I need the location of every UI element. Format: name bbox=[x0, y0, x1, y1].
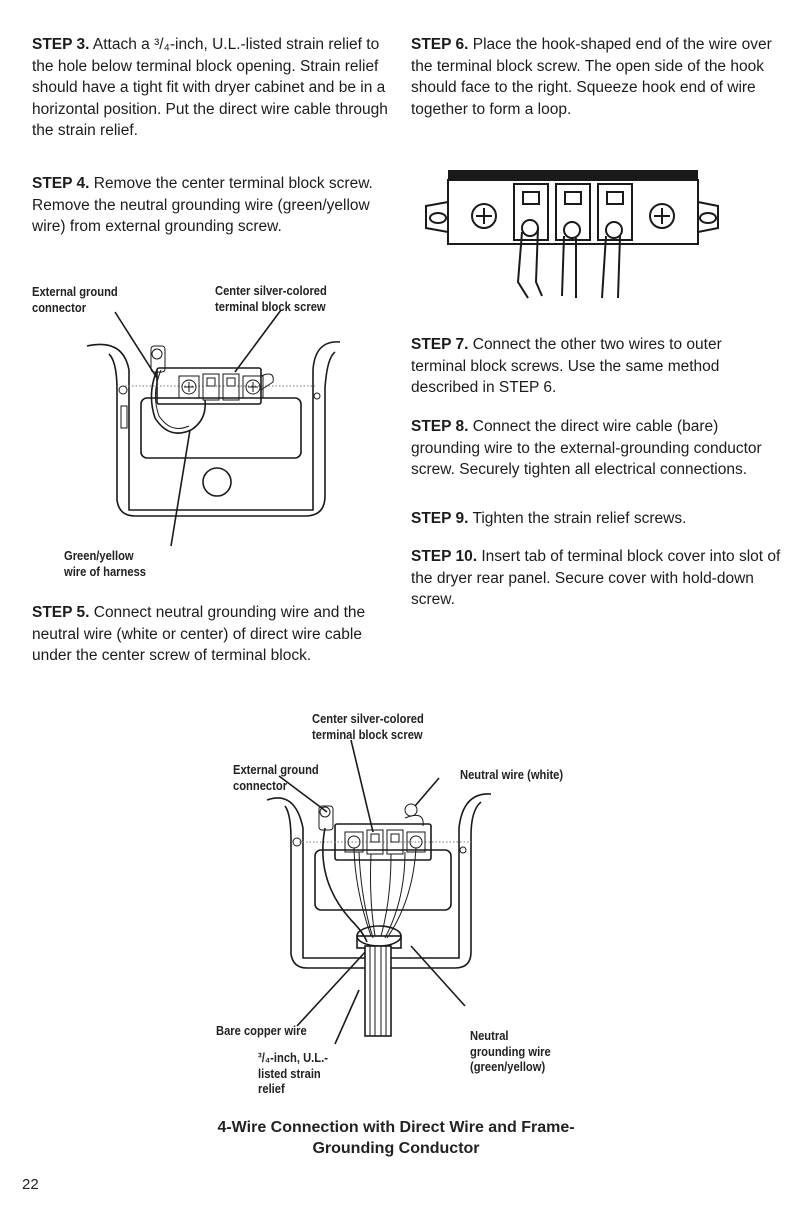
step-6-label: STEP 6. bbox=[411, 36, 469, 53]
step-8-paragraph: STEP 8. Connect the direct wire cable (b… bbox=[411, 416, 781, 481]
step-4-text: Remove the center terminal block screw. … bbox=[32, 175, 373, 236]
four-wire-connection-diagram bbox=[266, 739, 492, 1045]
fig3-strain-relief-label: ³/₄-inch, U.L.-listed strain relief bbox=[258, 1050, 328, 1096]
fig1-center-screw-label: Center silver-colored terminal block scr… bbox=[215, 283, 327, 314]
step-8-label: STEP 8. bbox=[411, 418, 469, 435]
page-number: 22 bbox=[22, 1176, 39, 1193]
fig1-green-yellow-label: Green/yellow wire of harness bbox=[64, 548, 147, 579]
step-5-paragraph: STEP 5. Connect neutral grounding wire a… bbox=[32, 602, 392, 667]
step-3-paragraph: STEP 3. Attach a ³/₄-inch, U.L.-listed s… bbox=[32, 34, 392, 142]
fig3-neutral-white-label: Neutral wire (white) bbox=[460, 767, 564, 782]
terminal-block-diagram-1 bbox=[86, 309, 341, 547]
step-3-text: Attach a ³/₄-inch, U.L.-listed strain re… bbox=[32, 36, 388, 140]
step-6-paragraph: STEP 6. Place the hook-shaped end of the… bbox=[411, 34, 781, 120]
step-9-paragraph: STEP 9. Tighten the strain relief screws… bbox=[411, 508, 791, 530]
step-7-paragraph: STEP 7. Connect the other two wires to o… bbox=[411, 334, 781, 399]
step-9-label: STEP 9. bbox=[411, 510, 469, 527]
fig1-external-ground-label: External ground connector bbox=[32, 284, 118, 315]
step-4-paragraph: STEP 4. Remove the center terminal block… bbox=[32, 173, 392, 238]
step-3-label: STEP 3. bbox=[32, 36, 90, 53]
step-7-text: Connect the other two wires to outer ter… bbox=[411, 336, 722, 397]
step-10-label: STEP 10. bbox=[411, 548, 478, 565]
fig3-bare-copper-label: Bare copper wire bbox=[216, 1023, 307, 1038]
fig3-external-ground-label: External ground connector bbox=[233, 762, 319, 793]
figure-caption: 4-Wire Connection with Direct Wire and F… bbox=[217, 1119, 575, 1157]
step-10-paragraph: STEP 10. Insert tab of terminal block co… bbox=[411, 546, 781, 611]
wire-hook-diagram bbox=[425, 170, 719, 299]
step-9-text: Tighten the strain relief screws. bbox=[468, 510, 687, 527]
step-10-text: Insert tab of terminal block cover into … bbox=[411, 548, 781, 609]
fig3-neutral-grounding-label: Neutral grounding wire (green/yellow) bbox=[470, 1028, 551, 1074]
step-7-label: STEP 7. bbox=[411, 336, 469, 353]
step-8-text: Connect the direct wire cable (bare) gro… bbox=[411, 418, 762, 479]
step-6-text: Place the hook-shaped end of the wire ov… bbox=[411, 36, 772, 118]
fig3-center-screw-label: Center silver-colored terminal block scr… bbox=[312, 711, 424, 742]
step-5-text: Connect neutral grounding wire and the n… bbox=[32, 604, 366, 665]
step-4-label: STEP 4. bbox=[32, 175, 90, 192]
step-5-label: STEP 5. bbox=[32, 604, 90, 621]
